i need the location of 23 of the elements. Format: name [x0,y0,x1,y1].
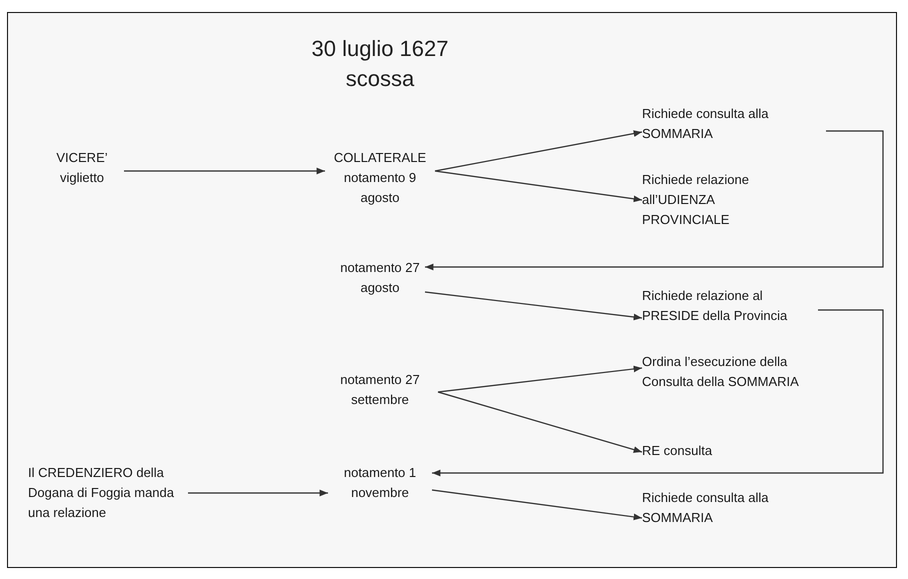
action-text: RE consulta [642,441,762,461]
action-text: Richiede relazione all’UDIENZA PROVINCIALE [642,170,792,230]
arrow [438,366,642,393]
event-text: notamento 27 agosto [335,258,425,298]
arrow [432,309,884,476]
action-text: Richiede consulta alla SOMMARIA [642,488,826,528]
event-text: VICERE’ viglietto [40,148,124,188]
arrow [424,291,642,320]
event-text: notamento 1 novembre [328,463,432,503]
arrow [124,168,325,174]
arrow [432,489,642,520]
action-text: Richiede consulta alla SOMMARIA [642,104,826,144]
arrow [425,130,884,270]
arrow [434,170,642,202]
diagram-title: 30 luglio 1627 scossa [310,35,450,93]
event-text: notamento 27 settembre [322,370,438,410]
event-text: COLLATERALE notamento 9 agosto [325,148,435,208]
action-text: Il CREDENZIERO della Dogana di Foggia manda una relazione [28,463,188,523]
arrow [434,130,642,172]
action-text: Ordina l’esecuzione della Consulta della SOMMARIA [642,352,802,392]
action-text: Richiede relazione al PRESIDE della Provincia [642,286,818,326]
arrow [188,490,328,496]
arrow [438,391,642,453]
